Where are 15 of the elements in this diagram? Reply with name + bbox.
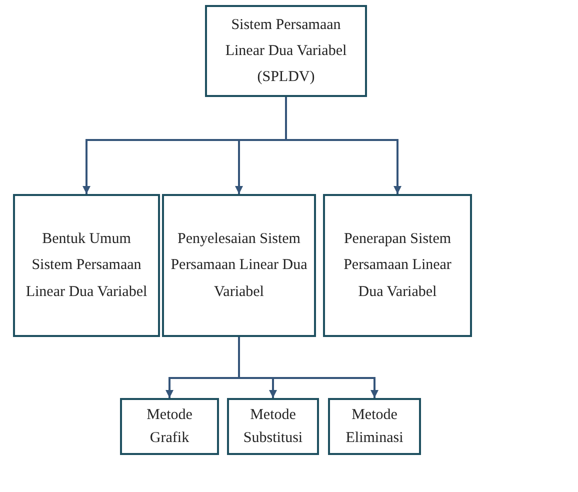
connector-arrow (238, 337, 378, 398)
concept-box (328, 398, 421, 455)
box-label: Sistem Persamaan Linear Dua Variabel (SPLDV) (224, 16, 348, 88)
concept-box (227, 398, 319, 455)
concept-box (13, 194, 160, 337)
concept-box (162, 194, 316, 337)
box-label: Metode Substitusi (242, 406, 304, 448)
box-label: Metode Eliminasi (344, 406, 404, 448)
concept-box (205, 5, 367, 97)
box-label: Metode Grafik (146, 406, 194, 448)
box-label: Bentuk Umum Sistem Persamaan Linear Dua Variabel (24, 230, 148, 302)
box-label: Penerapan Sistem Persamaan Linear Dua Variabel (342, 230, 452, 302)
box-label: Penyelesaian Sistem Persamaan Linear Dua Variabel (170, 230, 308, 302)
concept-box (120, 398, 219, 455)
concept-box (323, 194, 472, 337)
